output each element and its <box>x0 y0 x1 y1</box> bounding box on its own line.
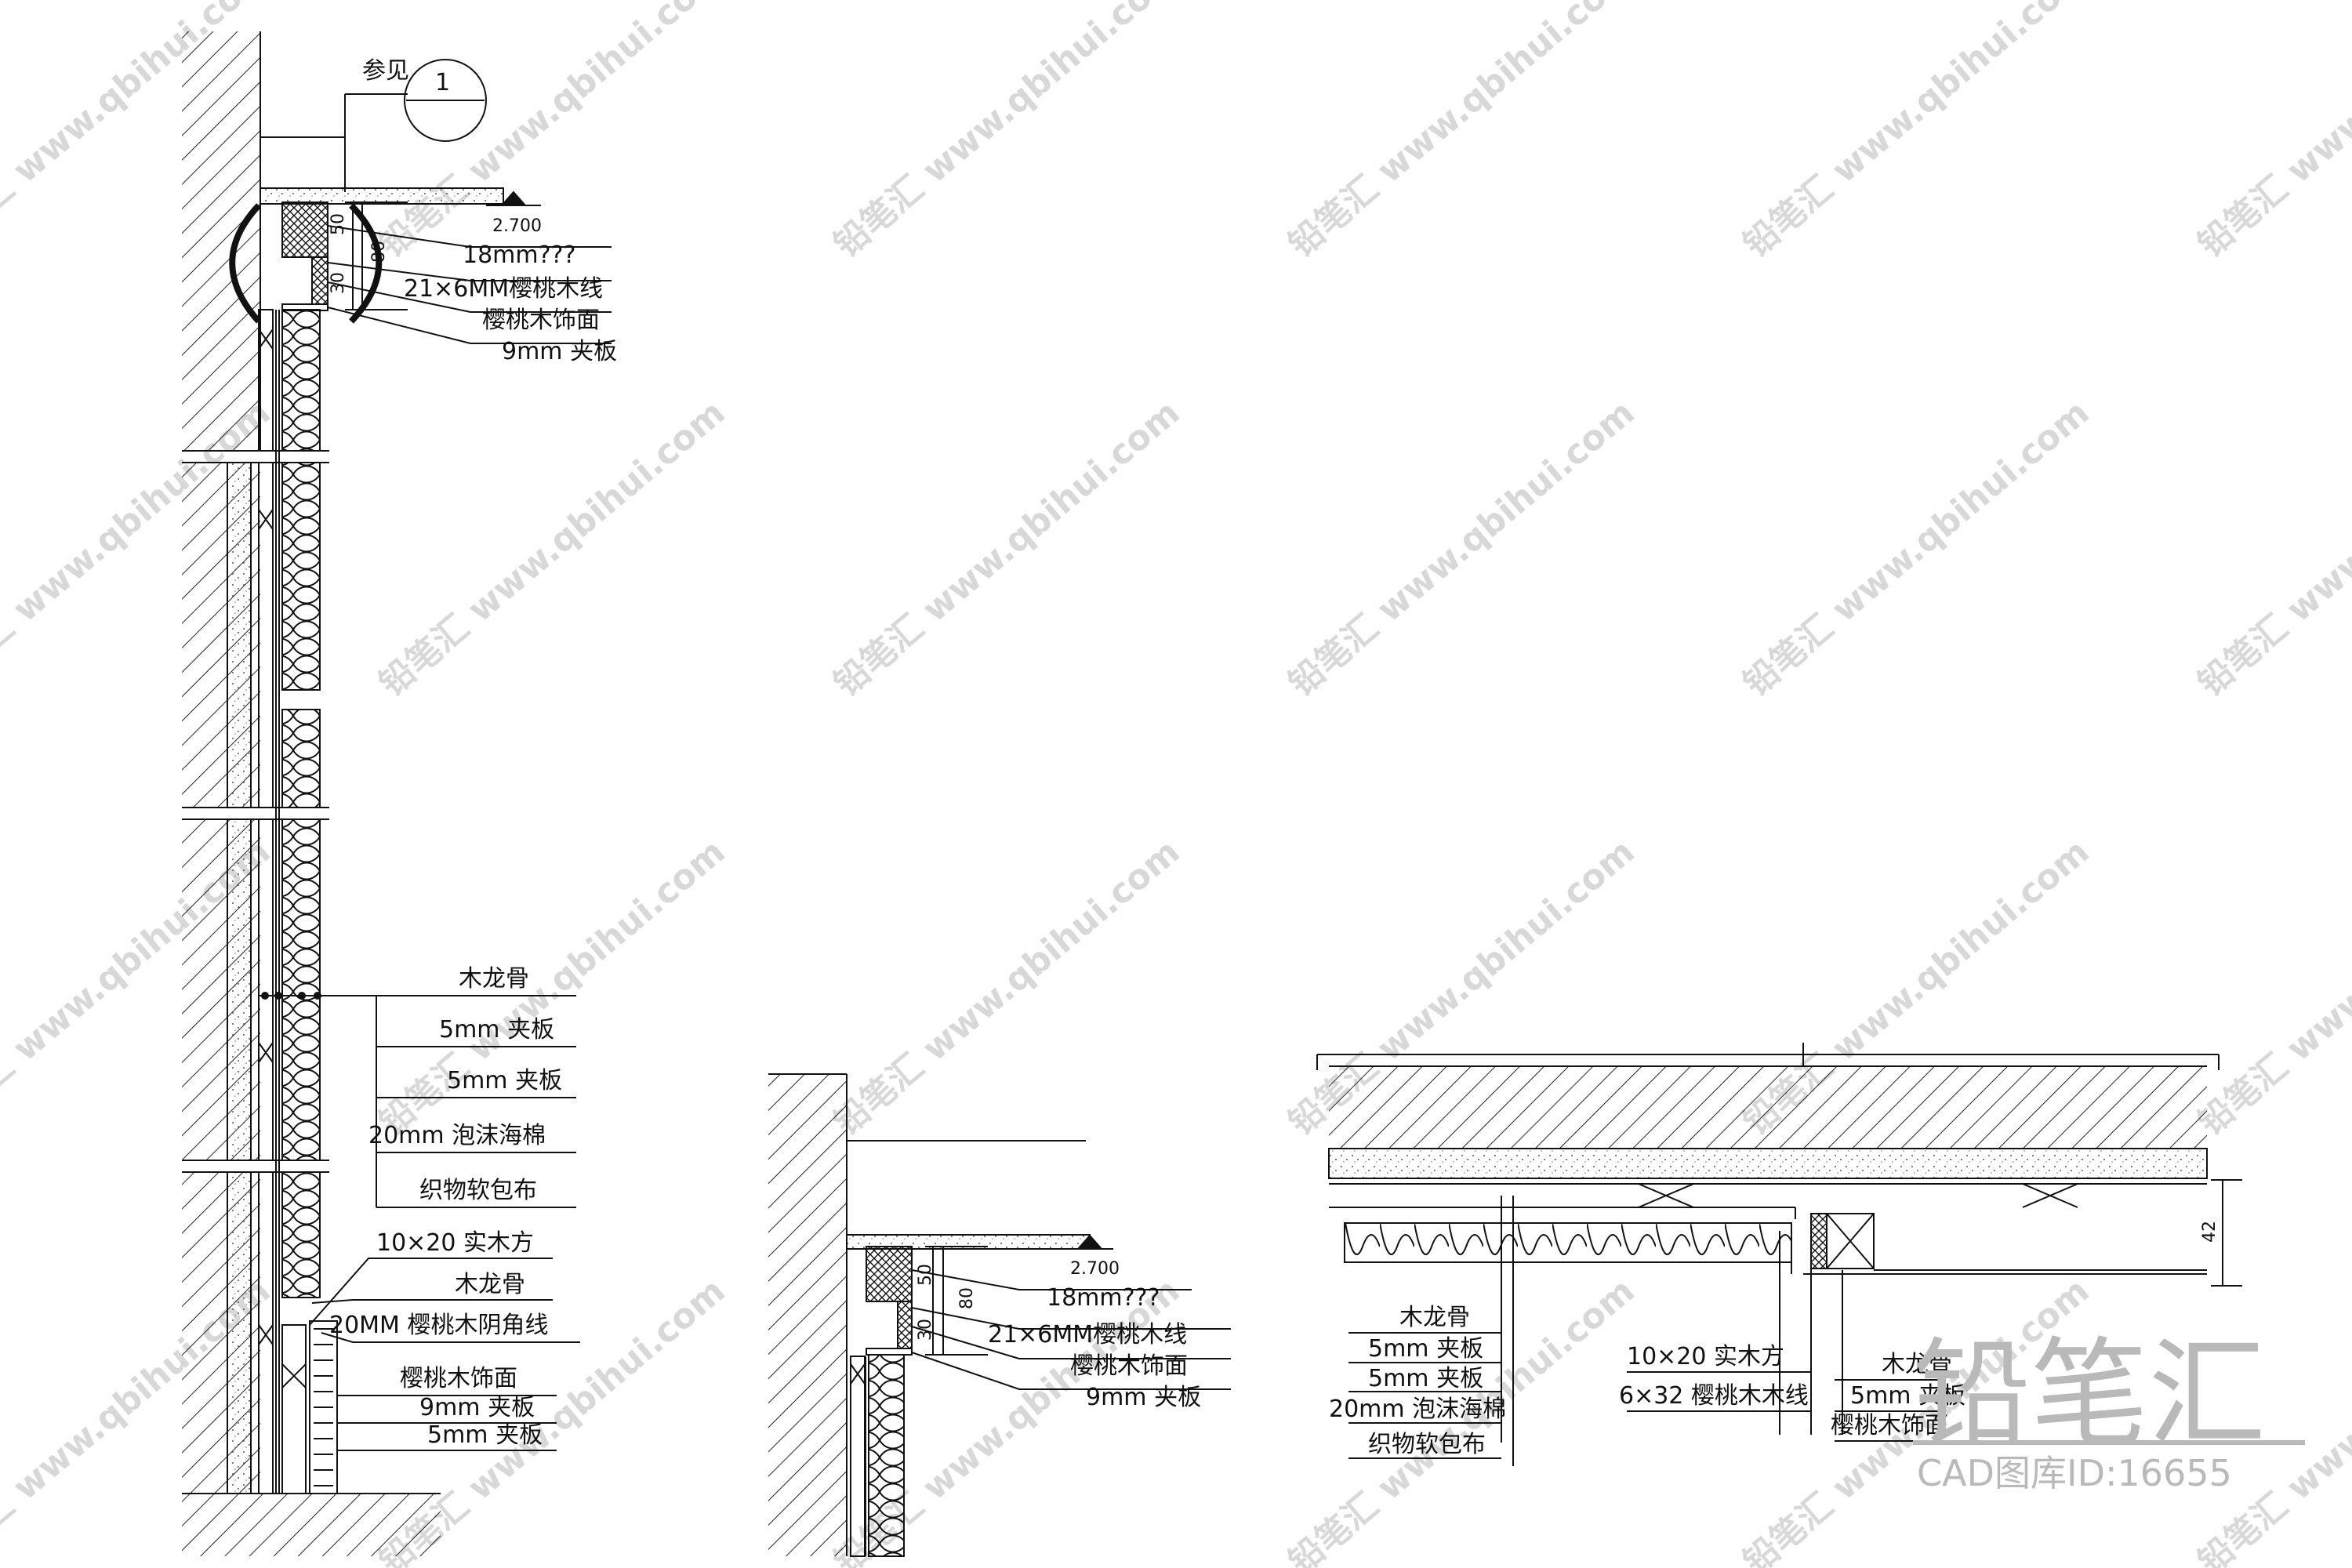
detail-c-label-6: 5mm 夹板 <box>427 1421 543 1449</box>
watermark-text: 铅笔汇 www.qbihui.com <box>826 832 1187 1144</box>
detail-a-elevation: 2.700 <box>492 216 542 236</box>
watermark-text: 铅笔汇 www.qbihui.com <box>826 393 1187 705</box>
detail-a-dim-50: 50 <box>328 213 348 235</box>
cad-id-label: CAD图库ID:16655 <box>1917 1452 2232 1494</box>
detail-e-mid-label-2: 6×32 樱桃木木线 <box>1619 1382 1809 1410</box>
detail-a-dim-30: 30 <box>328 272 348 294</box>
detail-e-mid-label-1: 10×20 实木方 <box>1627 1343 1784 1370</box>
watermark-text: 铅笔汇 www.qbihui.com <box>1281 0 1642 265</box>
detail-c-leaders <box>309 1258 580 1451</box>
detail-e-right-label-3: 樱桃木饰面 <box>1831 1412 1948 1439</box>
detail-d-label-2: 21×6MM樱桃木线 <box>988 1321 1187 1348</box>
detail-c-label-1: 10×20 实木方 <box>376 1229 534 1257</box>
detail-a-label-1: 18mm??? <box>463 241 575 269</box>
detail-c-label-4: 樱桃木饰面 <box>400 1365 517 1392</box>
detail-d-dim-80: 80 <box>957 1287 977 1309</box>
detail-e-left-label-5: 织物软包布 <box>1368 1431 1486 1458</box>
detail-d-dim-50: 50 <box>916 1264 935 1286</box>
watermark-text: 铅笔汇 www.qbihui.com <box>2190 832 2352 1144</box>
detail-a-label-4: 9mm 夹板 <box>502 338 617 365</box>
watermark-text: 铅笔汇 www.qbihui.com <box>826 0 1187 265</box>
detail-e-dim-42: 42 <box>2200 1221 2220 1243</box>
detail-c-label-5: 9mm 夹板 <box>419 1394 535 1421</box>
detail-a-ref-symbol: 1 <box>435 69 450 96</box>
detail-b-label-2: 5mm 夹板 <box>439 1016 554 1044</box>
watermark-text: 铅笔汇 www.qbihui.com <box>372 0 732 265</box>
detail-d-cornice <box>768 1073 1231 1557</box>
watermark-text: 铅笔汇 www.qbihui.com <box>2190 393 2352 705</box>
watermark-text: 铅笔汇 www.qbihui.com <box>1736 0 2096 265</box>
detail-e-left-label-1: 木龙骨 <box>1399 1304 1470 1331</box>
detail-d-label-1: 18mm??? <box>1047 1284 1160 1312</box>
detail-c-label-3: 20MM 樱桃木阴角线 <box>329 1312 548 1339</box>
detail-d-elevation: 2.700 <box>1070 1259 1120 1279</box>
detail-a-label-2: 21×6MM樱桃木线 <box>404 275 603 303</box>
detail-e-right-label-2: 5mm 夹板 <box>1850 1382 1965 1410</box>
detail-b-label-5: 织物软包布 <box>419 1177 537 1204</box>
detail-b-label-1: 木龙骨 <box>459 965 529 993</box>
detail-d-dim-30: 30 <box>916 1319 935 1341</box>
detail-e-left-label-3: 5mm 夹板 <box>1368 1365 1483 1392</box>
watermark-text: 铅笔汇 www.qbihui.com <box>1281 393 1642 705</box>
detail-e-left-label-2: 5mm 夹板 <box>1368 1335 1483 1363</box>
watermark-text: 铅笔汇 www.qbihui.com <box>2190 0 2352 265</box>
detail-e-ceiling <box>1316 1043 2242 1466</box>
detail-e-left-label-4: 20mm 泡沫海棉 <box>1329 1396 1506 1423</box>
watermark-text: 铅笔汇 www.qbihui.com <box>372 832 732 1144</box>
detail-a-ref-label: 参见 <box>362 57 409 85</box>
detail-a-cornice <box>229 59 612 344</box>
detail-b-label-3: 5mm 夹板 <box>447 1067 562 1094</box>
watermark-text: 铅笔汇 www.qbihui.com <box>372 393 732 705</box>
detail-a-label-3: 樱桃木饰面 <box>482 307 600 334</box>
detail-d-label-3: 樱桃木饰面 <box>1070 1352 1188 1380</box>
detail-e-right-label-1: 木龙骨 <box>1882 1351 1952 1378</box>
detail-c-label-2: 木龙骨 <box>455 1271 525 1298</box>
wall-section-left <box>182 31 441 1556</box>
detail-d-label-4: 9mm 夹板 <box>1086 1384 1201 1411</box>
detail-a-dim-80: 80 <box>369 241 389 263</box>
detail-b-leaders <box>259 992 576 1208</box>
watermark-text: 铅笔汇 www.qbihui.com <box>1736 393 2096 705</box>
detail-b-label-4: 20mm 泡沫海棉 <box>368 1122 546 1149</box>
